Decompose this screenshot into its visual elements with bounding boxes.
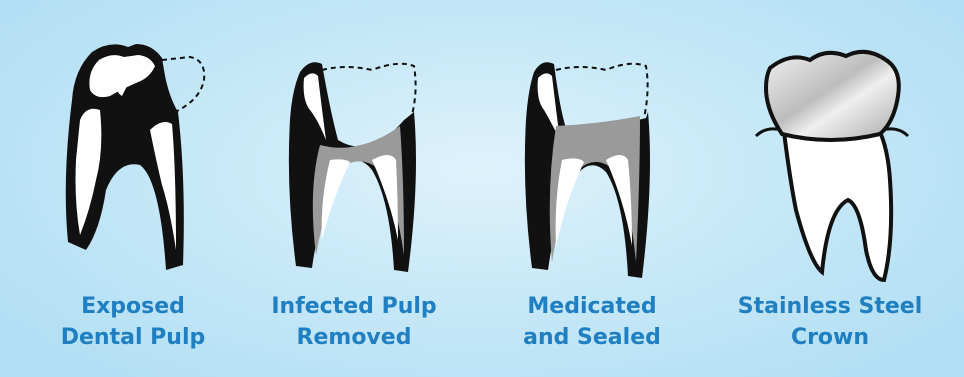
caption-line-1: Stainless Steel xyxy=(720,291,940,322)
tooth-pulp-removed xyxy=(289,62,416,272)
caption-line-2: Removed xyxy=(244,322,464,353)
caption-line-2: and Sealed xyxy=(482,322,702,353)
caption-line-1: Medicated xyxy=(482,291,702,322)
caption-line-2: Dental Pulp xyxy=(23,322,243,353)
caption-line-2: Crown xyxy=(720,322,940,353)
caption-exposed-pulp: Exposed Dental Pulp xyxy=(23,291,243,353)
tooth-steel-crown xyxy=(756,52,908,280)
tooth-medicated-sealed xyxy=(525,62,650,278)
caption-steel-crown: Stainless Steel Crown xyxy=(720,291,940,353)
caption-medicated-sealed: Medicated and Sealed xyxy=(482,291,702,353)
caption-pulp-removed: Infected Pulp Removed xyxy=(244,291,464,353)
caption-line-1: Infected Pulp xyxy=(244,291,464,322)
tooth-exposed-pulp xyxy=(66,44,204,270)
caption-line-1: Exposed xyxy=(23,291,243,322)
